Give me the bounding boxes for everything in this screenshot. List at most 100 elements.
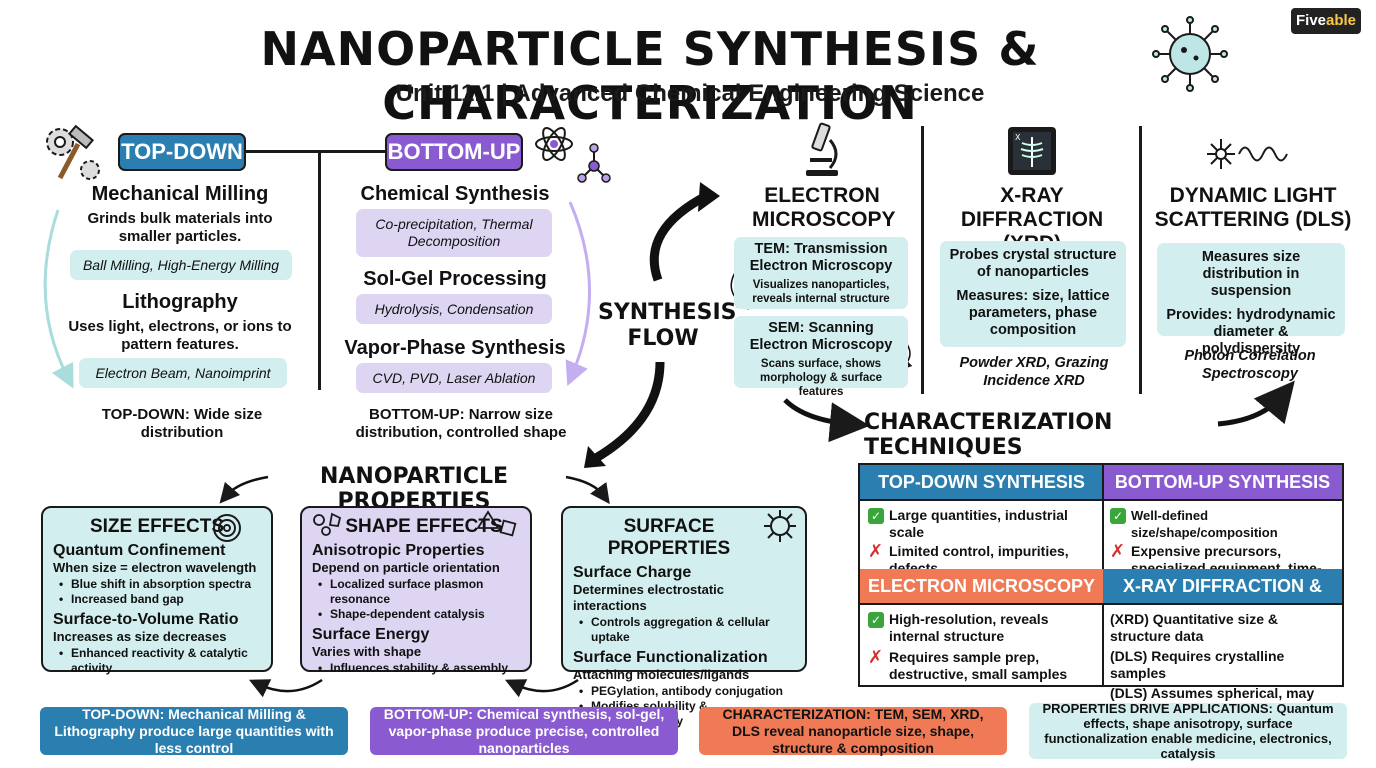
svg-text:X: X [1015, 133, 1021, 142]
shape-s1: Anisotropic Properties [312, 542, 485, 559]
cross-icon: ✗ [868, 647, 884, 667]
xrd-row-1: (XRD) Quantitative size & structure data [1110, 611, 1279, 644]
gear-hammer-icon [46, 124, 100, 180]
topdown-pro: Large quantities, industrial scale [889, 507, 1068, 540]
list-item: Enhanced reactivity & catalytic activity [53, 646, 261, 676]
dls-box: Measures size distribution in suspension… [1157, 243, 1345, 357]
bottomup-pro: Well-defined size/shape/composition [1131, 508, 1278, 540]
cross-icon: ✗ [868, 541, 884, 561]
brand-logo-b: able [1326, 12, 1357, 29]
divider-char-2 [1139, 126, 1142, 394]
sem-box: SEM: Scanning Electron Microscopy Scans … [734, 316, 908, 398]
table-divider [860, 603, 1342, 605]
size-s1-desc: When size = electron wavelength [53, 560, 257, 575]
shape-effects-card: SHAPE EFFECTS Anisotropic Properties Dep… [300, 506, 532, 676]
shape-s2: Surface Energy [312, 626, 430, 643]
page-subtitle: Unit 11.1 | Advanced Chemical Engineerin… [395, 80, 985, 107]
list-item: Localized surface plasmon resonance [312, 577, 520, 607]
connector-line [246, 150, 386, 153]
dls-examples: Photon Correlation Spectroscopy [1184, 348, 1316, 382]
atom-molecule-icon [535, 127, 611, 183]
shape-s2-desc: Varies with shape [312, 644, 422, 659]
dls-desc-2: Provides: hydrodynamic diameter & polydi… [1166, 307, 1336, 357]
divider-char-1 [921, 126, 924, 394]
bottomup-note: BOTTOM-UP: Narrow size distribution, con… [355, 406, 567, 441]
xrd-box: Probes crystal structure of nanoparticle… [940, 241, 1126, 347]
tem-box: TEM: Transmission Electron Microscopy Vi… [734, 237, 908, 309]
lithography-examples: Electron Beam, Nanoimprint [79, 358, 287, 388]
mechanical-milling-examples: Ball Milling, High-Energy Milling [70, 250, 292, 280]
size-s2-desc: Increases as size decreases [53, 629, 227, 644]
concentric-circles-icon [213, 514, 241, 542]
surface-s2: Surface Functionalization [573, 649, 768, 666]
topdown-tag: TOP-DOWN [118, 133, 246, 171]
table-header-xrd: X-RAY DIFFRACTION & DLS [1103, 569, 1342, 630]
bottomup-tag: BOTTOM-UP [385, 133, 523, 171]
divider-vertical [318, 150, 321, 390]
list-item: Blue shift in absorption spectra [53, 577, 261, 592]
light-scatter-icon [1207, 139, 1288, 169]
check-icon: ✓ [868, 612, 884, 628]
tem-title: TEM: Transmission Electron Microscopy [749, 241, 893, 274]
sem-title: SEM: Scanning Electron Microscopy [749, 320, 893, 353]
shape-effects-title: SHAPE EFFECTS [345, 516, 503, 537]
cross-icon: ✗ [1110, 541, 1126, 561]
vapor-phase-title: Vapor-Phase Synthesis [344, 337, 566, 359]
table-cell-em: ✓High-resolution, reveals internal struc… [868, 611, 1098, 685]
summary-topdown: TOP-DOWN: Mechanical Milling & Lithograp… [40, 706, 348, 756]
virus-icon [1152, 16, 1228, 92]
table-header-topdown: TOP-DOWN SYNTHESIS [860, 465, 1103, 499]
summary-characterization: CHARACTERIZATION: TEM, SEM, XRD, DLS rev… [699, 706, 1007, 756]
size-effects-title: SIZE EFFECTS [89, 516, 225, 537]
size-effects-card: SIZE EFFECTS Quantum Confinement When si… [41, 506, 273, 675]
brand-logo: Fiveable [1291, 8, 1361, 34]
size-s2: Surface-to-Volume Ratio [53, 611, 239, 628]
dls-title: DYNAMIC LIGHT SCATTERING (DLS) [1154, 184, 1352, 231]
surface-s2-desc: Attaching molecules/ligands [573, 667, 750, 682]
xrd-examples: Powder XRD, Grazing Incidence XRD [959, 355, 1109, 389]
table-header-bottomup: BOTTOM-UP SYNTHESIS [1103, 465, 1342, 499]
list-item: Increased band gap [53, 592, 261, 607]
lithography-title: Lithography [122, 291, 238, 313]
xrd-desc-2: Measures: size, lattice parameters, phas… [956, 288, 1110, 338]
table-divider [860, 499, 1342, 501]
list-item: Shape-dependent catalysis [312, 607, 520, 622]
mechanical-milling-desc: Grinds bulk materials into smaller parti… [87, 210, 273, 245]
chemical-synthesis-title: Chemical Synthesis [360, 183, 550, 205]
vapor-phase-examples: CVD, PVD, Laser Ablation [356, 363, 552, 393]
table-cell-topdown: ✓Large quantities, industrial scale ✗Lim… [868, 507, 1098, 579]
em-title: ELECTRON MICROSCOPY [752, 184, 896, 231]
surface-properties-title: SURFACE PROPERTIES [607, 516, 731, 559]
shapes-icon [313, 512, 342, 536]
chemical-synthesis-examples: Co-precipitation, Thermal Decomposition [356, 209, 552, 257]
sol-gel-title: Sol-Gel Processing [363, 268, 547, 290]
summary-properties: PROPERTIES DRIVE APPLICATIONS: Quantum e… [1029, 701, 1347, 761]
particle-icon [764, 510, 796, 542]
triangle-square-icon [476, 510, 517, 537]
lithography-desc: Uses light, electrons, or ions to patter… [68, 318, 292, 353]
surface-s1: Surface Charge [573, 564, 692, 581]
shape-s1-desc: Depend on particle orientation [312, 560, 500, 575]
xrd-row-2: (DLS) Requires crystalline samples [1110, 648, 1285, 681]
xrd-desc-1: Probes crystal structure of nanoparticle… [949, 247, 1117, 280]
brand-logo-a: Five [1295, 12, 1326, 29]
comparison-table: TOP-DOWN SYNTHESIS BOTTOM-UP SYNTHESIS ✓… [858, 463, 1344, 718]
page-title: NANOPARTICLE SYNTHESIS & CHARACTERIZATIO… [260, 22, 1040, 130]
summary-bottomup: BOTTOM-UP: Chemical synthesis, sol-gel, … [370, 706, 678, 756]
sem-desc: Scans surface, shows morphology & surfac… [759, 358, 883, 398]
size-s1: Quantum Confinement [53, 542, 226, 559]
check-icon: ✓ [1110, 508, 1126, 524]
tem-desc: Visualizes nanoparticles, reveals intern… [752, 279, 890, 305]
sol-gel-examples: Hydrolysis, Condensation [356, 294, 552, 324]
microscope-icon [806, 122, 838, 176]
surface-s1-desc: Determines electrostatic interactions [573, 582, 725, 613]
topdown-note: TOP-DOWN: Wide size distribution [101, 406, 263, 441]
list-item: PEGylation, antibody conjugation [573, 684, 795, 699]
check-icon: ✓ [868, 508, 884, 524]
list-item: Influences stability & assembly [312, 661, 520, 676]
em-con: Requires sample prep, destructive, small… [889, 649, 1068, 682]
table-header-em: ELECTRON MICROSCOPY [860, 569, 1103, 603]
xray-icon: X [1008, 127, 1056, 175]
characterization-label: CHARACTERIZATION TECHNIQUES [864, 410, 1113, 460]
